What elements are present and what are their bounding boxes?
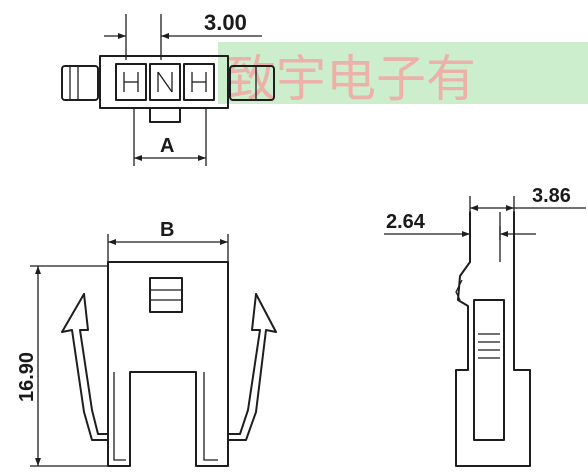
watermark-text: 致宇电子有	[226, 50, 476, 108]
dim-a: A	[133, 108, 207, 166]
dim-side-top-label: 3.86	[532, 185, 571, 207]
side-view	[455, 211, 531, 467]
dim-side-left-label: 2.64	[386, 211, 426, 233]
dim-pitch: 3.00	[104, 10, 262, 60]
dim-side-left: 2.64	[384, 211, 536, 240]
dim-b: B	[107, 219, 229, 262]
dim-height-label: 16.90	[16, 352, 38, 402]
watermark-band	[218, 42, 588, 104]
dim-a-label: A	[160, 135, 174, 157]
front-view	[61, 261, 277, 467]
dim-height: 16.90	[16, 265, 108, 467]
dim-side-top: 3.86	[469, 185, 586, 214]
dim-pitch-label: 3.00	[204, 10, 247, 35]
top-view	[61, 55, 275, 123]
dim-b-label: B	[160, 219, 174, 241]
